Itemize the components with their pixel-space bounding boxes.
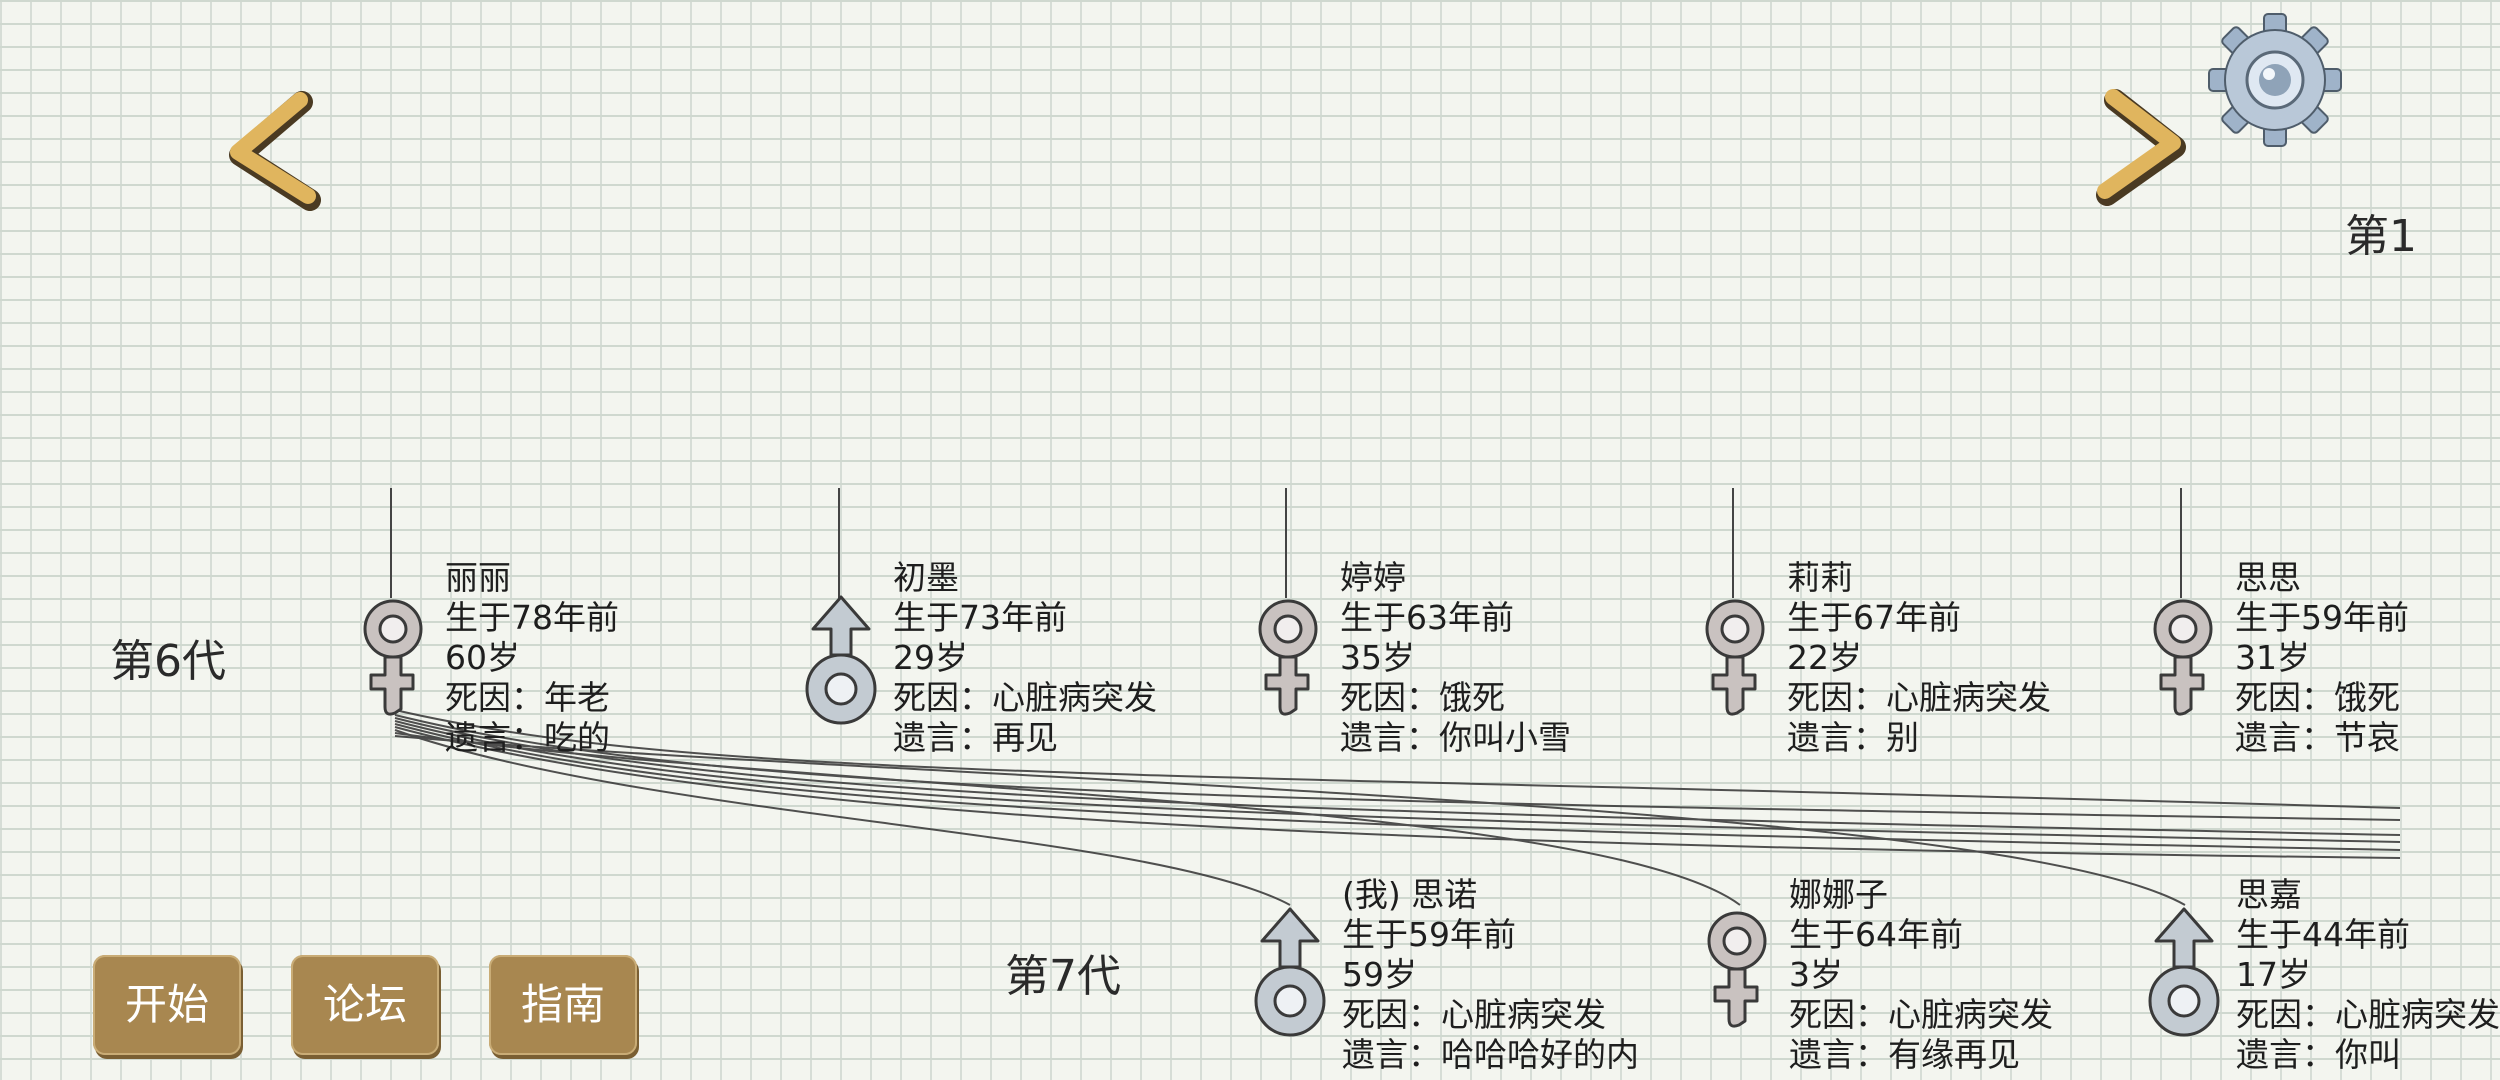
member-born: 生于44年前: [2236, 915, 2410, 954]
member-name: 莉莉: [1787, 558, 1853, 597]
member-age: 60岁: [445, 638, 520, 677]
member-age: 3岁: [1789, 955, 1843, 994]
hanging-string: [1285, 488, 1287, 598]
member-info: 思嘉 生于44年前 17岁 死因：心脏病突发 遗言：你叫: [2236, 875, 2500, 1075]
member-age: 17岁: [2236, 955, 2311, 994]
start-button[interactable]: 开始: [93, 955, 241, 1055]
member-name: 丽丽: [445, 558, 511, 597]
settings-button[interactable]: [2205, 10, 2345, 150]
male-symbol-icon: [805, 595, 877, 725]
next-button[interactable]: [2085, 85, 2195, 215]
member-born: 生于63年前: [1340, 598, 1514, 637]
member-last-words: 遗言：你叫: [2236, 1035, 2401, 1074]
female-symbol-icon: [1258, 599, 1318, 716]
member-born: 生于78年前: [445, 598, 619, 637]
member-death-cause: 死因：饿死: [2235, 678, 2400, 717]
member-death-cause: 死因：心脏病突发: [1787, 678, 2051, 717]
member-born: 生于67年前: [1787, 598, 1961, 637]
guide-button[interactable]: 指南: [489, 955, 637, 1055]
generation-label-clipped: 第1: [2345, 211, 2417, 262]
member-last-words: 遗言：有缘再见: [1789, 1035, 2020, 1074]
generation-label-7: 第7代: [1005, 951, 1121, 1002]
member-age: 31岁: [2235, 638, 2310, 677]
hanging-string: [1732, 488, 1734, 598]
member-last-words: 遗言：吃的: [445, 718, 610, 757]
member-info: 娜娜子 生于64年前 3岁 死因：心脏病突发 遗言：有缘再见: [1789, 875, 2053, 1075]
member-name: 婷婷: [1340, 558, 1406, 597]
member-death-cause: 死因：心脏病突发: [2236, 995, 2500, 1034]
female-symbol-icon: [1705, 599, 1765, 716]
member-name: 思嘉: [2236, 875, 2302, 914]
forum-button[interactable]: 论坛: [291, 955, 439, 1055]
member-last-words: 遗言：节哀: [2235, 718, 2400, 757]
member-name: (我) 思诺: [1342, 875, 1478, 914]
member-death-cause: 死因：心脏病突发: [1789, 995, 2053, 1034]
member-info: 莉莉 生于67年前 22岁 死因：心脏病突发 遗言：别: [1787, 558, 2051, 758]
member-born: 生于64年前: [1789, 915, 1963, 954]
member-info: 初墨 生于73年前 29岁 死因：心脏病突发 遗言：再见: [893, 558, 1157, 758]
member-death-cause: 死因：心脏病突发: [893, 678, 1157, 717]
female-symbol-icon: [363, 599, 423, 716]
member-born: 生于73年前: [893, 598, 1067, 637]
generation-label-6: 第6代: [110, 636, 226, 687]
male-symbol-icon: [1254, 907, 1326, 1037]
hanging-string: [2180, 488, 2182, 598]
member-info: (我) 思诺 生于59年前 59岁 死因：心脏病突发 遗言：哈哈哈好的内: [1342, 875, 1639, 1075]
member-last-words: 遗言：别: [1787, 718, 1919, 757]
member-info: 婷婷 生于63年前 35岁 死因：饿死 遗言：你叫小雪: [1340, 558, 1571, 758]
member-last-words: 遗言：哈哈哈好的内: [1342, 1035, 1639, 1074]
prev-button[interactable]: [220, 90, 330, 220]
chevron-left-icon: [229, 91, 321, 211]
member-death-cause: 死因：饿死: [1340, 678, 1505, 717]
member-age: 35岁: [1340, 638, 1415, 677]
member-last-words: 遗言：再见: [893, 718, 1058, 757]
male-symbol-icon: [2148, 907, 2220, 1037]
member-info: 丽丽 生于78年前 60岁 死因：年老 遗言：吃的: [445, 558, 619, 758]
member-info: 思思 生于59年前 31岁 死因：饿死 遗言：节哀: [2235, 558, 2409, 758]
member-name: 初墨: [893, 558, 959, 597]
gear-icon: [2208, 13, 2342, 147]
member-name: 思思: [2235, 558, 2301, 597]
member-last-words: 遗言：你叫小雪: [1340, 718, 1571, 757]
hanging-string: [838, 488, 840, 598]
member-age: 29岁: [893, 638, 968, 677]
member-death-cause: 死因：心脏病突发: [1342, 995, 1606, 1034]
chevron-right-icon: [2096, 89, 2186, 206]
member-name: 娜娜子: [1789, 875, 1888, 914]
member-born: 生于59年前: [2235, 598, 2409, 637]
member-death-cause: 死因：年老: [445, 678, 610, 717]
member-age: 59岁: [1342, 955, 1417, 994]
member-born: 生于59年前: [1342, 915, 1516, 954]
female-symbol-icon: [2153, 599, 2213, 716]
female-symbol-icon: [1707, 911, 1767, 1028]
member-age: 22岁: [1787, 638, 1862, 677]
hanging-string: [390, 488, 392, 598]
